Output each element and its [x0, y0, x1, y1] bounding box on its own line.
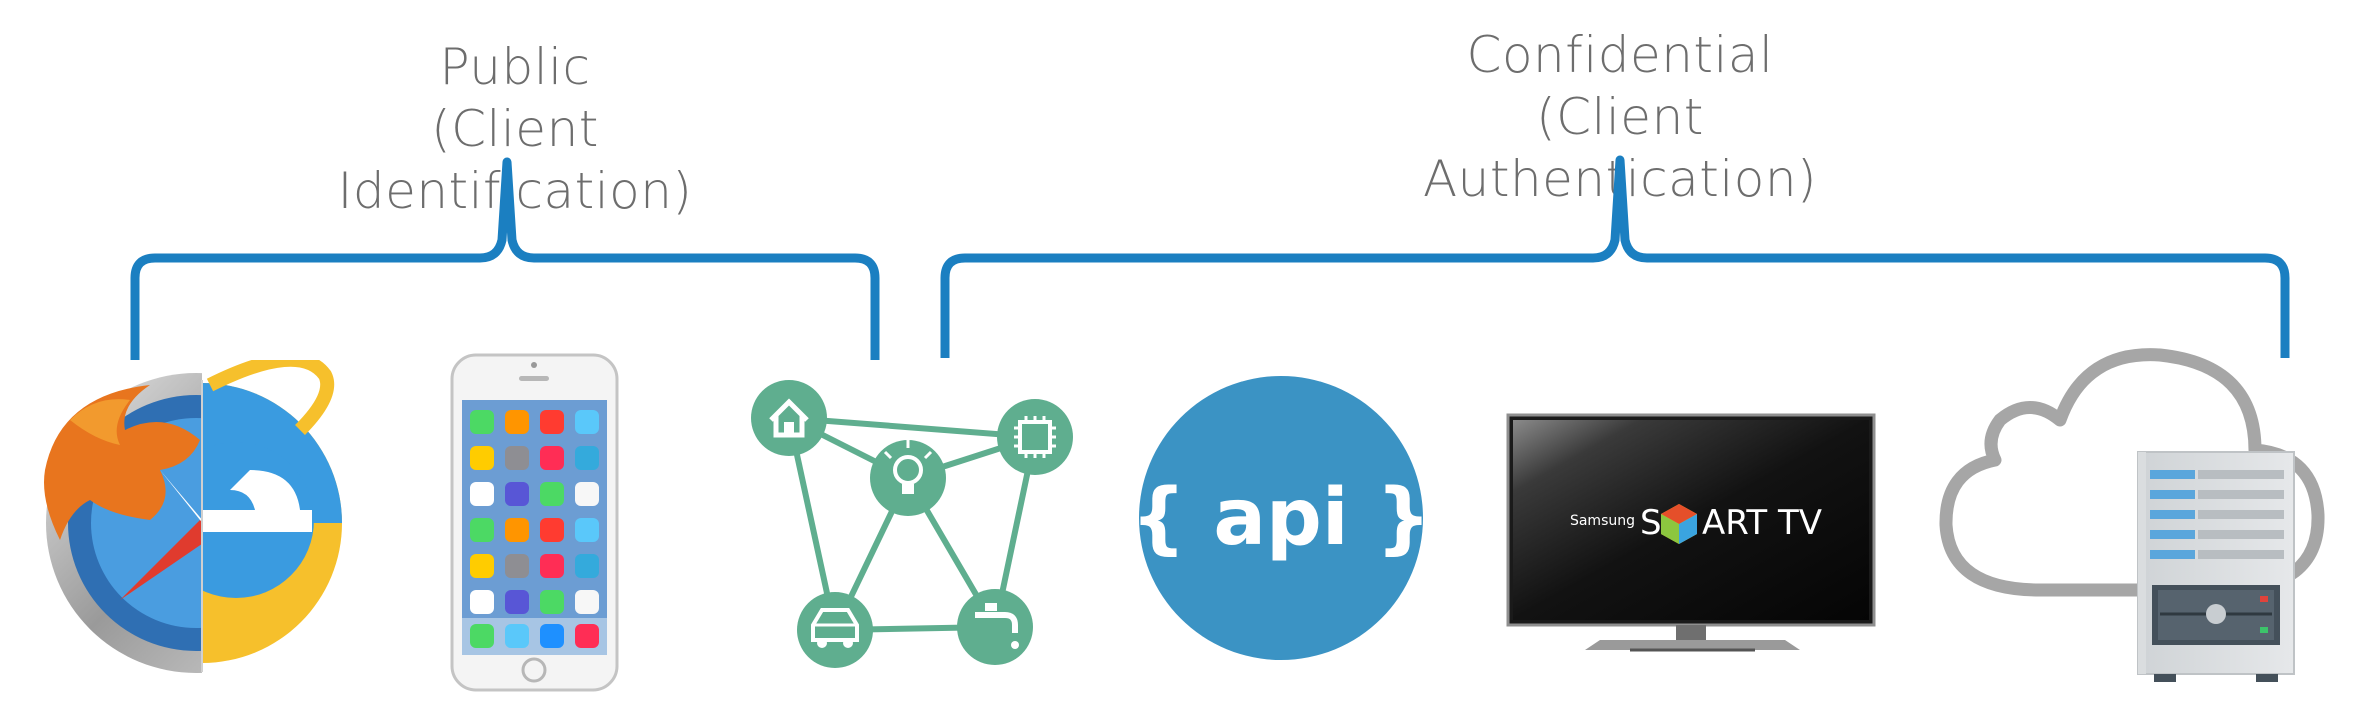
smart-hub-logo-icon — [1661, 504, 1697, 544]
server-power-button — [2206, 604, 2226, 624]
public-title: Public — [439, 38, 591, 96]
app-tile — [470, 482, 494, 506]
smart-tv-icon: Samsung S ART TV — [1506, 413, 1876, 652]
drive-slot — [2198, 510, 2284, 519]
dock-app-tile — [470, 624, 494, 648]
app-tile — [505, 554, 529, 578]
iot-faucet-node — [957, 589, 1033, 665]
app-icon-grid — [462, 410, 607, 655]
server-drive-slots — [2150, 470, 2284, 559]
app-tile — [470, 590, 494, 614]
app-tile — [575, 518, 599, 542]
public-group-label: Public (Client Identification) — [255, 36, 775, 222]
app-tile — [575, 446, 599, 470]
drive-slot — [2198, 530, 2284, 539]
drive-slot-light — [2150, 550, 2195, 559]
app-tile — [575, 482, 599, 506]
drive-slot-light — [2150, 490, 2195, 499]
app-tile — [470, 518, 494, 542]
app-tile — [540, 590, 564, 614]
drive-slot-light — [2150, 470, 2195, 479]
browsers-icon — [44, 360, 342, 673]
dock-app-tile — [540, 624, 564, 648]
app-tile — [540, 410, 564, 434]
app-tile — [470, 554, 494, 578]
cloud-server-icon — [1939, 348, 2325, 682]
app-tile — [470, 410, 494, 434]
tv-brand: Samsung — [1570, 513, 1635, 529]
drive-slot — [2198, 490, 2284, 499]
app-tile — [540, 554, 564, 578]
drive-slot-light — [2150, 510, 2195, 519]
app-tile — [575, 554, 599, 578]
confidential-title: Confidential — [1466, 26, 1774, 84]
server-status-led-red — [2260, 596, 2268, 602]
app-tile — [505, 590, 529, 614]
api-icon: { api } — [1131, 376, 1432, 660]
app-tile — [540, 518, 564, 542]
server-status-led-green — [2260, 627, 2268, 633]
tv-product-s: S — [1640, 503, 1662, 543]
app-tile — [540, 482, 564, 506]
iot-bulb-node — [870, 440, 946, 516]
drive-slot — [2198, 550, 2284, 559]
app-tile — [505, 446, 529, 470]
app-tile — [505, 518, 529, 542]
app-tile — [505, 410, 529, 434]
iot-chip-node — [997, 399, 1073, 475]
app-tile — [505, 482, 529, 506]
public-subtitle: (Client Identification) — [337, 100, 693, 220]
iot-car-node — [797, 592, 873, 668]
drive-slot — [2198, 470, 2284, 479]
app-tile — [575, 590, 599, 614]
dock-app-tile — [575, 624, 599, 648]
app-tile — [540, 446, 564, 470]
api-label: { api } — [1131, 473, 1432, 563]
confidential-bracket — [940, 155, 2290, 358]
drive-slot-light — [2150, 530, 2195, 539]
app-tile — [575, 410, 599, 434]
dock-app-tile — [505, 624, 529, 648]
tv-product-rest: ART TV — [1702, 503, 1822, 543]
public-bracket — [130, 157, 880, 360]
app-tile — [470, 446, 494, 470]
iot-home-node — [751, 380, 827, 456]
